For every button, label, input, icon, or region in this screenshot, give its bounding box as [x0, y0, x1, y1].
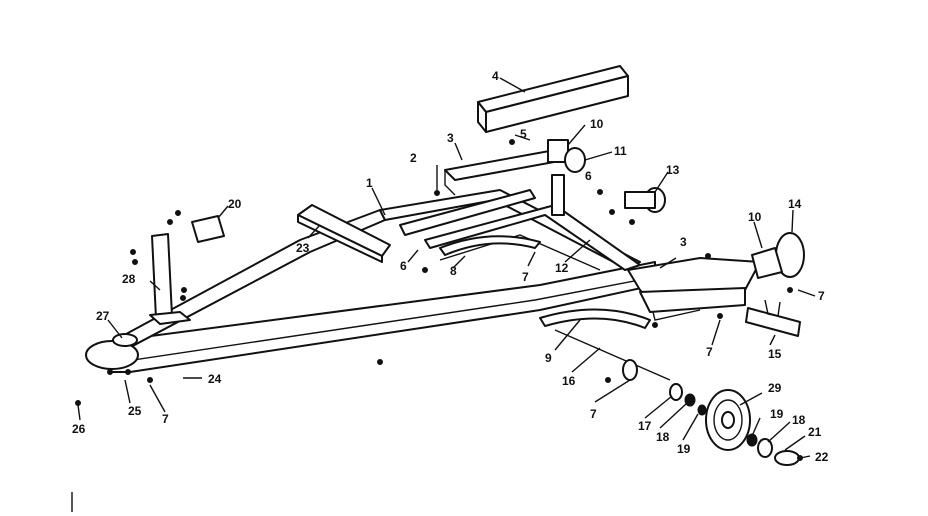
- hub-parts: [669, 383, 800, 466]
- label-15: 15: [768, 347, 782, 361]
- label-3: 3: [447, 131, 454, 145]
- label-16: 16: [562, 374, 576, 388]
- label-4: 4: [492, 69, 499, 83]
- label-24: 24: [208, 372, 222, 386]
- label-7b: 7: [818, 289, 825, 303]
- leader-lines: [71, 77, 816, 512]
- label-28: 28: [122, 272, 136, 286]
- label-2: 2: [410, 151, 417, 165]
- label-11: 11: [614, 144, 627, 158]
- part-labels: 4 5 3 10 11 2 1 6 13 20 23 6 8 7 12 3 10…: [72, 69, 829, 464]
- label-1: 1: [366, 176, 373, 190]
- bunk-rear: [477, 65, 629, 133]
- bunk-post-assembly: [547, 139, 586, 216]
- label-9: 9: [545, 351, 552, 365]
- label-13: 13: [666, 163, 680, 177]
- label-10b: 10: [748, 210, 762, 224]
- label-12: 12: [555, 261, 569, 275]
- label-18b: 18: [792, 413, 806, 427]
- rear-crossmember: [639, 287, 746, 313]
- label-3b: 3: [680, 235, 687, 249]
- label-22: 22: [815, 450, 829, 464]
- label-25: 25: [128, 404, 142, 418]
- label-5: 5: [520, 127, 527, 141]
- label-18: 18: [656, 430, 670, 444]
- roller: [624, 187, 666, 213]
- label-20: 20: [228, 197, 242, 211]
- label-7d: 7: [162, 412, 169, 426]
- leaf-spring-upper: [439, 235, 541, 256]
- tail-light: [751, 232, 805, 279]
- leaf-spring-lower: [539, 308, 651, 329]
- label-29: 29: [768, 381, 782, 395]
- label-21: 21: [808, 425, 822, 439]
- hardware-bolts: [75, 139, 803, 461]
- label-23: 23: [296, 241, 310, 255]
- label-10: 10: [590, 117, 604, 131]
- label-26: 26: [72, 422, 86, 436]
- label-19: 19: [677, 442, 691, 456]
- light-bracket: [745, 299, 801, 337]
- label-7c: 7: [706, 345, 713, 359]
- label-27: 27: [96, 309, 110, 323]
- axle: [554, 329, 671, 381]
- label-7e: 7: [590, 407, 597, 421]
- label-6: 6: [585, 169, 592, 183]
- label-17: 17: [638, 419, 652, 433]
- label-8: 8: [450, 264, 457, 278]
- coupler: [85, 333, 139, 370]
- label-14: 14: [788, 197, 802, 211]
- winch-stand: [149, 215, 225, 325]
- label-6b: 6: [400, 259, 407, 273]
- label-19b: 19: [770, 407, 784, 421]
- wheel: [705, 389, 751, 451]
- label-7: 7: [522, 270, 529, 284]
